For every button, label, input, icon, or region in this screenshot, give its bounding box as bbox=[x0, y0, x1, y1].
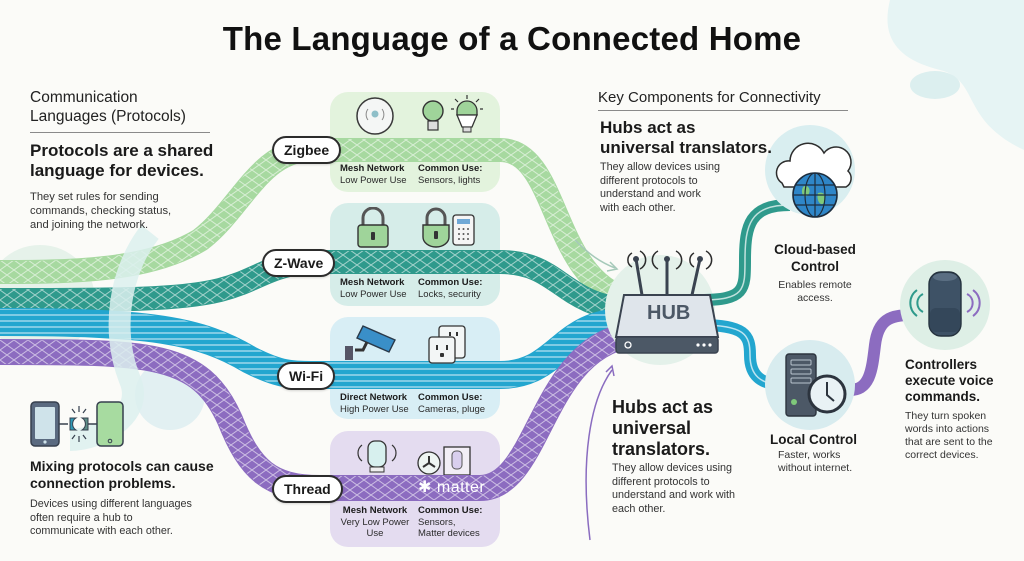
protocol-label-zwave: Z-Wave bbox=[262, 249, 336, 277]
thread-icons bbox=[352, 433, 472, 480]
smart-device-icon bbox=[443, 446, 471, 476]
protocols-section: Communication Languages (Protocols) Prot… bbox=[30, 88, 213, 232]
padlock-icon bbox=[422, 207, 450, 248]
smart-speaker-icon bbox=[909, 271, 981, 337]
security-camera-icon bbox=[345, 325, 396, 360]
cloud-component bbox=[770, 135, 860, 230]
hub-description: They allow devices using different proto… bbox=[600, 161, 721, 214]
protocols-description: They set rules for sending commands, che… bbox=[30, 191, 172, 231]
voice-title: Controllers execute voice commands. bbox=[905, 357, 994, 404]
hub-headline-2: Hubs act as universal translators. bbox=[612, 397, 714, 459]
cloud-description: Enables remote access. bbox=[778, 279, 852, 304]
mixing-headline: Mixing protocols can cause connection pr… bbox=[30, 458, 214, 491]
hub-label: HUB bbox=[647, 302, 691, 324]
power-outlet-icon bbox=[428, 325, 466, 364]
mixing-description: Devices using different languages often … bbox=[30, 498, 192, 537]
router-icon bbox=[614, 250, 720, 354]
hub-headline: Hubs act as universal translators. bbox=[600, 118, 772, 157]
wifi-network-caption: Direct Network High Power Use bbox=[340, 392, 409, 415]
divider bbox=[598, 110, 848, 111]
phones-disconnected-plug-icon bbox=[30, 401, 124, 447]
corner-decoration bbox=[887, 0, 1024, 150]
protocol-label-zigbee: Zigbee bbox=[272, 136, 342, 164]
voice-component bbox=[905, 268, 985, 348]
mixing-icon bbox=[30, 400, 125, 453]
zigbee-network-caption: Mesh Network Low Power Use bbox=[340, 163, 407, 186]
sensor-icon bbox=[356, 97, 394, 135]
key-components-heading: Key Components for Connectivity bbox=[598, 89, 821, 106]
zwave-use-caption: Common Use: Locks, security bbox=[418, 277, 483, 300]
local-title: Local Control bbox=[770, 432, 857, 447]
matter-logo: ✱ matter bbox=[418, 479, 486, 496]
thread-use-caption: Common Use: Sensors, Matter devices bbox=[418, 505, 483, 539]
protocol-label-thread: Thread bbox=[272, 475, 343, 503]
keypad-icon bbox=[452, 214, 475, 246]
server-clock-icon bbox=[785, 353, 847, 417]
thread-sensor-icon bbox=[357, 440, 397, 473]
divider bbox=[30, 132, 210, 133]
voice-description: They turn spoken words into actions that… bbox=[905, 410, 993, 461]
zwave-network-caption: Mesh Network Low Power Use bbox=[340, 277, 407, 300]
page-title: The Language of a Connected Home bbox=[222, 20, 802, 57]
zigbee-use-caption: Common Use: Sensors, lights bbox=[418, 163, 483, 186]
glowing-bulb-icon bbox=[451, 95, 483, 133]
wifi-icons bbox=[343, 322, 473, 372]
cloud-title: Cloud-based Control bbox=[774, 242, 856, 274]
protocols-headline: Protocols are a shared language for devi… bbox=[30, 141, 214, 180]
light-bulb-icon bbox=[422, 100, 444, 131]
matter-logo-icon bbox=[417, 451, 441, 475]
zigbee-icons bbox=[353, 95, 483, 142]
cloud-globe-icon bbox=[775, 142, 852, 218]
hub-router bbox=[612, 245, 722, 365]
hub-description-2: They allow devices using different proto… bbox=[612, 462, 736, 515]
local-voice-link bbox=[849, 309, 911, 396]
wifi-use-caption: Common Use: Cameras, pluge bbox=[418, 392, 486, 415]
mixing-section: Mixing protocols can cause connection pr… bbox=[30, 458, 250, 539]
zwave-icons bbox=[355, 206, 475, 254]
protocol-label-wifi: Wi-Fi bbox=[277, 362, 336, 390]
padlock-icon bbox=[357, 206, 389, 248]
section-heading: Communication Languages (Protocols) bbox=[30, 89, 186, 125]
thread-network-caption: Mesh Network Very Low Power Use bbox=[340, 505, 410, 539]
local-description: Faster, works without internet. bbox=[778, 449, 853, 474]
local-component bbox=[782, 352, 852, 427]
